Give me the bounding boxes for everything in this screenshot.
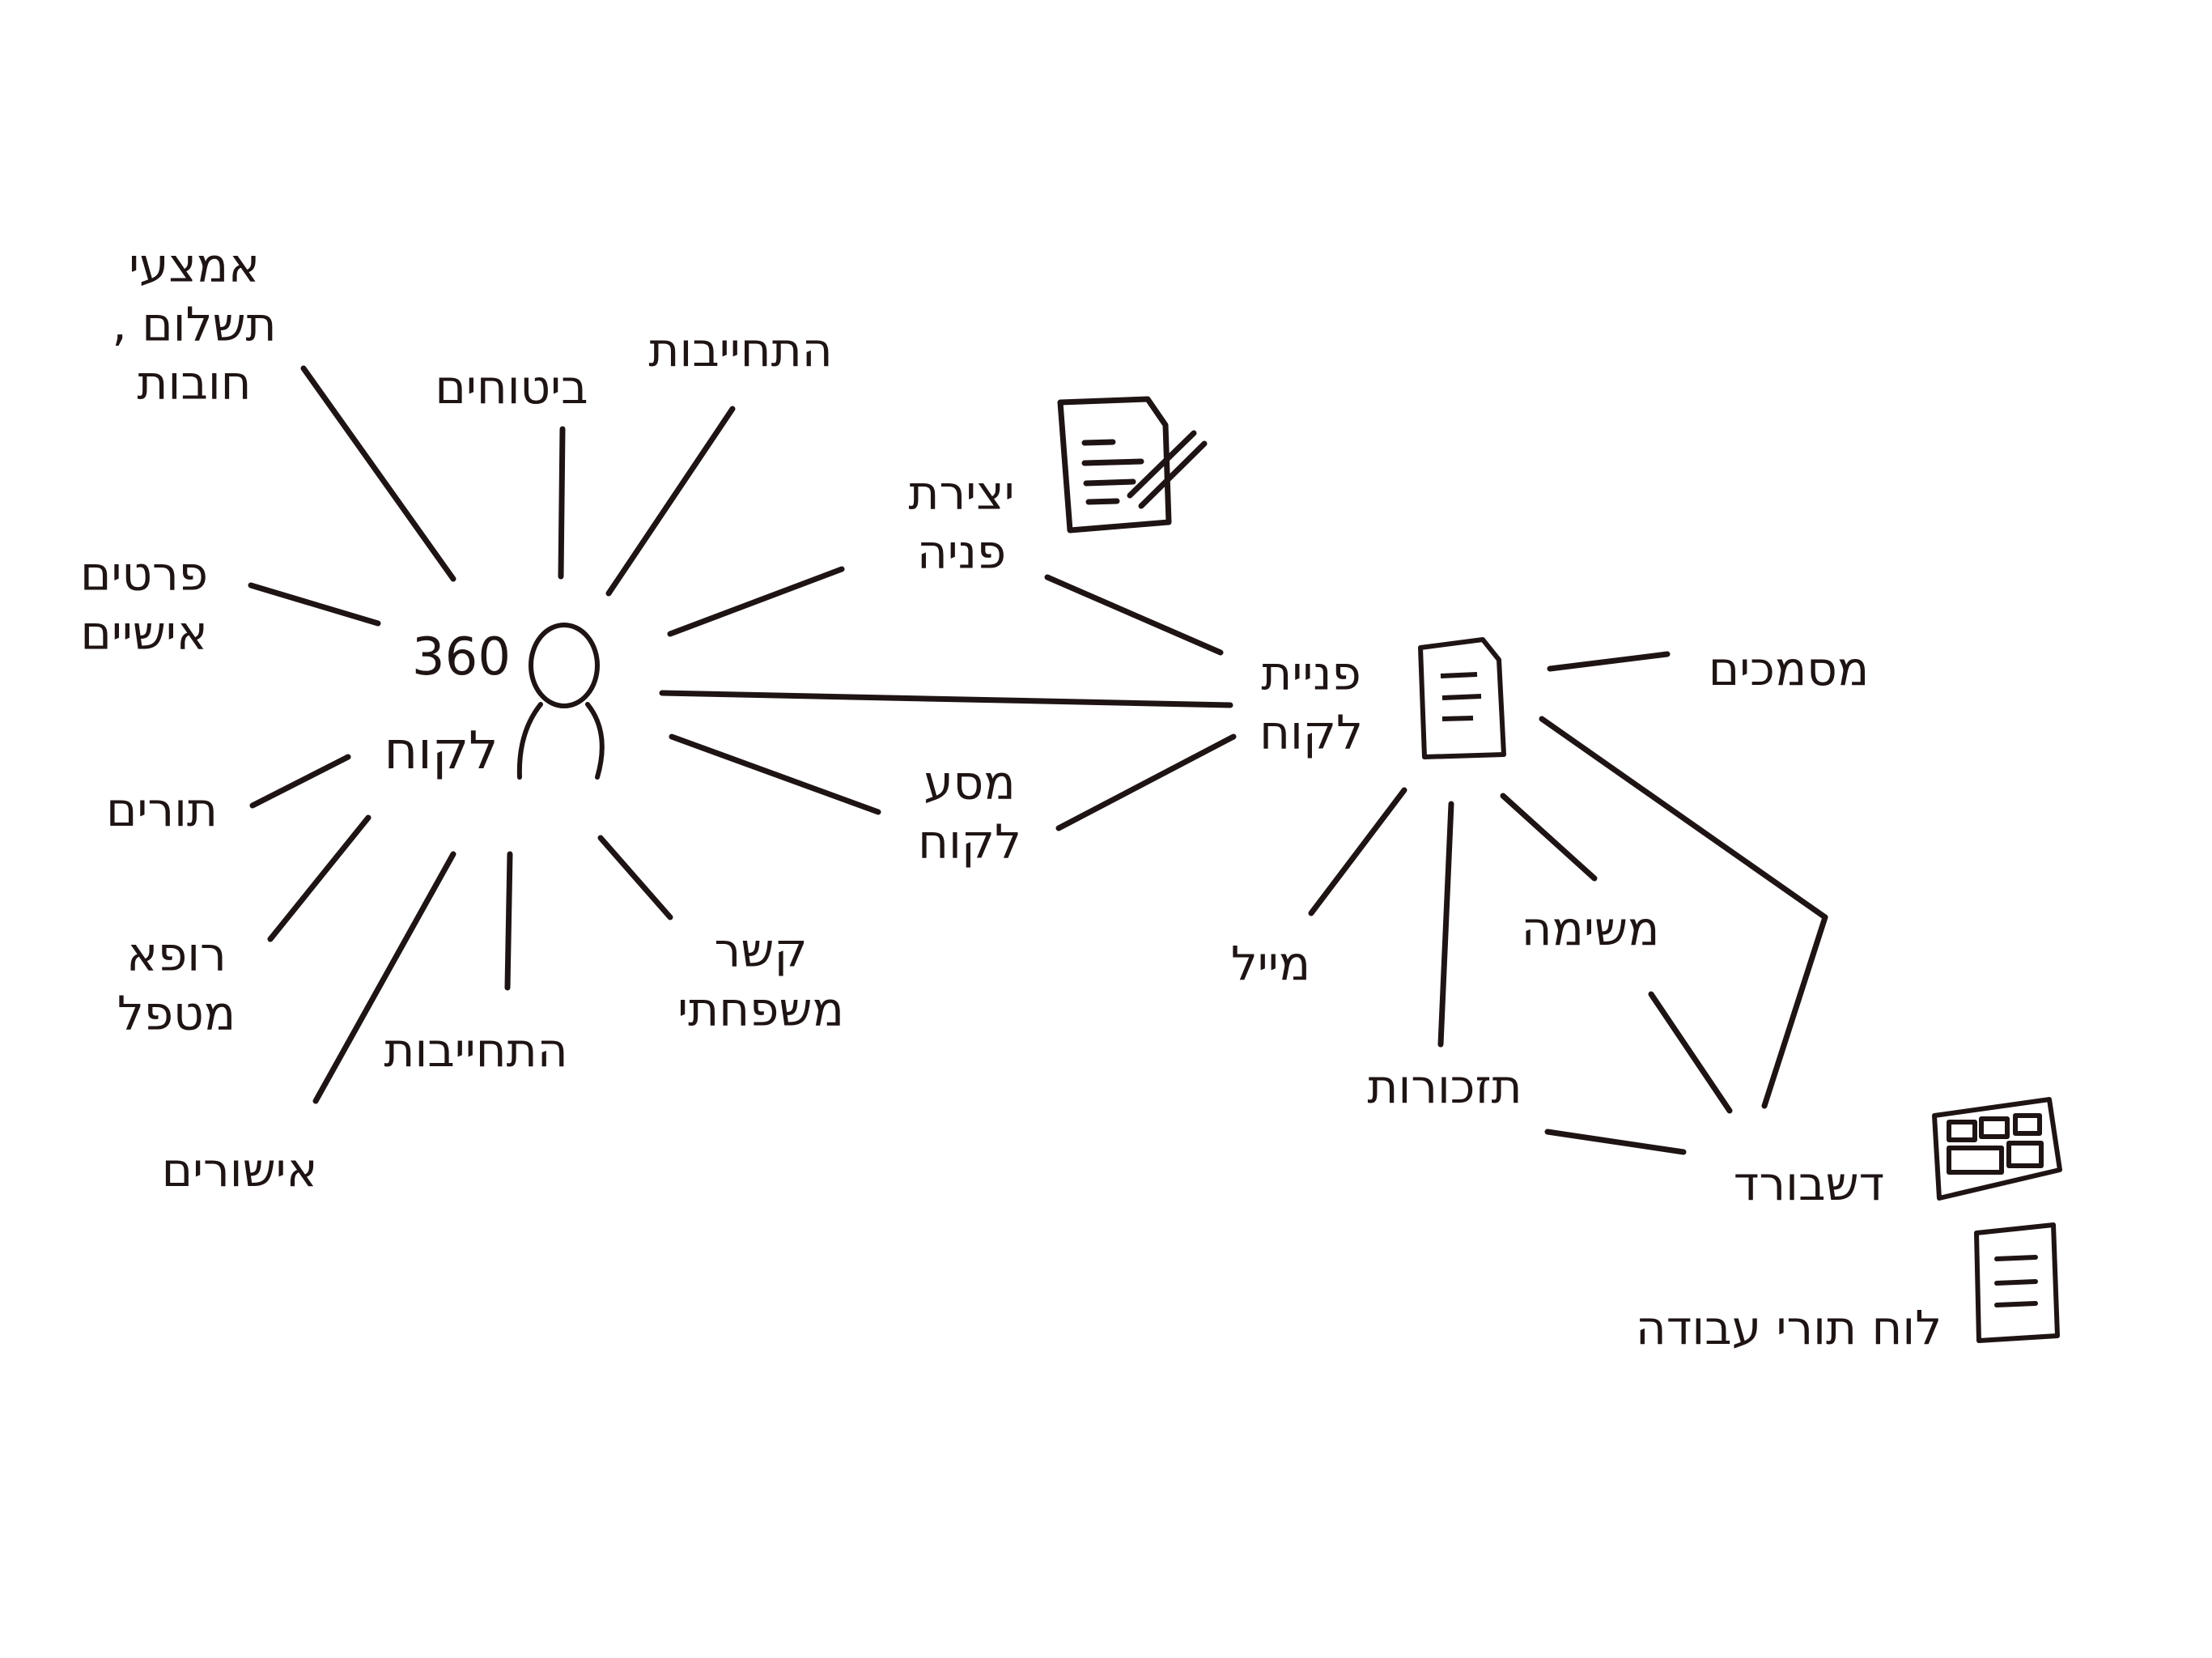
label-payment-line3: חובות [137, 355, 252, 410]
edge-to-journey [669, 733, 881, 815]
label-email: מייל [1230, 935, 1311, 991]
edge-to-dashboard [1539, 716, 1828, 920]
label-family-doctor: רופא מטפל [117, 925, 236, 1043]
edge-responsibility [605, 406, 736, 597]
label-personal-line1: פרטים [79, 546, 209, 602]
label-doctor-line2: מטפל [117, 985, 236, 1040]
edge-commitments [504, 851, 513, 991]
edge-doctor [267, 814, 371, 942]
label-create-request: יצירת פניה [908, 464, 1014, 581]
label-insurance: ביטוחים [435, 359, 588, 414]
edge-journey-to-request [1055, 733, 1237, 831]
label-dashboard: דשבורד [1733, 1155, 1885, 1211]
hub-number: 360 [411, 627, 512, 687]
label-family-line1: קשר [714, 922, 808, 978]
edge-payment [300, 365, 456, 582]
label-journey-line2: לקוח [918, 814, 1021, 869]
edge-diseases [249, 754, 351, 809]
label-doctor-line1: רופא [126, 926, 227, 982]
label-work-queue: לוח תורי עבודה [1635, 1299, 1942, 1355]
edge-dashboard-right [1761, 914, 1828, 1109]
label-diseases: תורים [105, 781, 219, 837]
label-family-link: קשר משפחתי [677, 921, 844, 1039]
hub-title: לקוח [384, 721, 499, 781]
edge-hub-to-request [659, 690, 1233, 708]
edge-insurance [558, 426, 566, 580]
edge-to-create-request [667, 566, 845, 637]
edge-documents [1547, 651, 1671, 672]
edge-family [597, 835, 673, 920]
label-reminders: תזכורות [1367, 1058, 1522, 1114]
label-request-line1: פניית [1261, 645, 1361, 701]
edge-personal [248, 582, 381, 627]
label-personal-details: פרטים אישיים [80, 545, 208, 662]
edge-create-to-request [1044, 574, 1224, 656]
label-request-hub: פניית לקוח [1259, 644, 1363, 762]
edge-reminders-dashboard [1544, 1129, 1687, 1155]
label-task: משימה [1521, 900, 1660, 956]
label-create-line1: יצירת [908, 465, 1015, 521]
edge-email [1308, 787, 1407, 916]
dashboard-icon [1932, 1097, 2062, 1201]
label-journey-line1: מסע [923, 755, 1016, 810]
document-pen-icon [1057, 396, 1208, 534]
edge-task-dashboard [1648, 991, 1733, 1114]
label-customer-journey: מסע לקוח [918, 754, 1021, 871]
document-icon [1418, 637, 1506, 759]
edge-reminders [1437, 801, 1454, 1048]
person-icon [516, 623, 605, 780]
label-approvals: אישורים [161, 1141, 318, 1197]
label-documents: מסמכים [1708, 640, 1870, 696]
label-create-line2: פניה [916, 524, 1007, 579]
edge-task [1500, 793, 1598, 882]
label-request-line2: לקוח [1259, 704, 1363, 759]
label-commitments: התחייבות [384, 1022, 568, 1078]
label-responsibility: התחייבות [648, 321, 833, 377]
label-payment-line2: תשלום , [112, 295, 277, 351]
label-payment-line1: אמצעי [129, 237, 260, 293]
list-icon [1974, 1222, 2060, 1343]
label-payment: אמצעי תשלום , חובות [112, 236, 276, 412]
label-personal-line2: אישיים [80, 605, 208, 660]
edge-approvals [312, 851, 456, 1104]
label-family-line2: משפחתי [677, 981, 844, 1036]
